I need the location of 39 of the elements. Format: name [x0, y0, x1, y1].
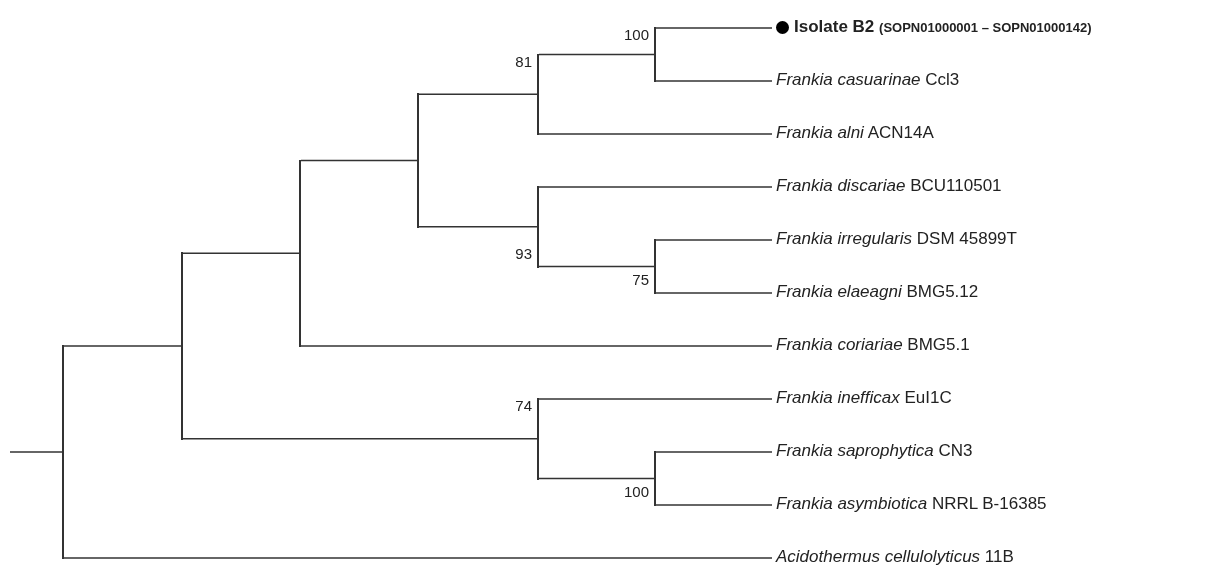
- accession-label: (SOPN01000001 – SOPN01000142): [879, 20, 1092, 35]
- branch-line: [418, 226, 538, 228]
- branch-line: [300, 159, 418, 162]
- taxon-label: Frankia alni ACN14A: [772, 123, 934, 143]
- branch-line: [63, 345, 182, 347]
- branch-line: [9, 451, 63, 453]
- bootstrap-value: 100: [623, 26, 649, 43]
- taxon-label: Frankia irregularis DSM 45899T: [772, 229, 1017, 249]
- taxon-label: Frankia saprophytica CN3: [772, 441, 973, 461]
- branch-line: [538, 477, 655, 480]
- taxon-label: Frankia discariae BCU110501: [772, 176, 1002, 196]
- taxon-label: Frankia inefficax EuI1C: [772, 388, 952, 408]
- branch-line: [418, 93, 538, 95]
- bootstrap-value: 93: [515, 244, 532, 262]
- branch-line: [655, 292, 773, 294]
- taxon-label: Frankia coriariae BMG5.1: [772, 335, 970, 355]
- branch-line: [655, 451, 773, 453]
- branch-line: [538, 186, 773, 188]
- branch-line: [538, 265, 655, 268]
- branch-line: [63, 557, 773, 559]
- taxon-label: Acidothermus cellulolyticus 11B: [772, 547, 1014, 567]
- branch-line: [300, 345, 773, 347]
- bootstrap-value: 75: [632, 271, 649, 288]
- taxon-label: Isolate B2: [794, 17, 875, 36]
- branch-line: [655, 239, 773, 241]
- taxon-label: Frankia elaeagni BMG5.12: [772, 282, 979, 302]
- branch-line: [655, 27, 773, 29]
- branch-line: [538, 398, 773, 400]
- bootstrap-value: 100: [623, 483, 649, 500]
- bootstrap-value: 74: [515, 397, 532, 414]
- branch-line: [655, 80, 773, 82]
- branch-line: [182, 438, 538, 440]
- bootstrap-value: 81: [515, 52, 532, 70]
- branch-line: [182, 252, 300, 254]
- branch-line: [538, 133, 773, 135]
- branch-line: [655, 504, 773, 506]
- taxon-label: Frankia casuarinae Ccl3: [772, 70, 960, 90]
- branch-line: [538, 53, 655, 56]
- taxon-label: Frankia asymbiotica NRRL B-16385: [772, 494, 1047, 514]
